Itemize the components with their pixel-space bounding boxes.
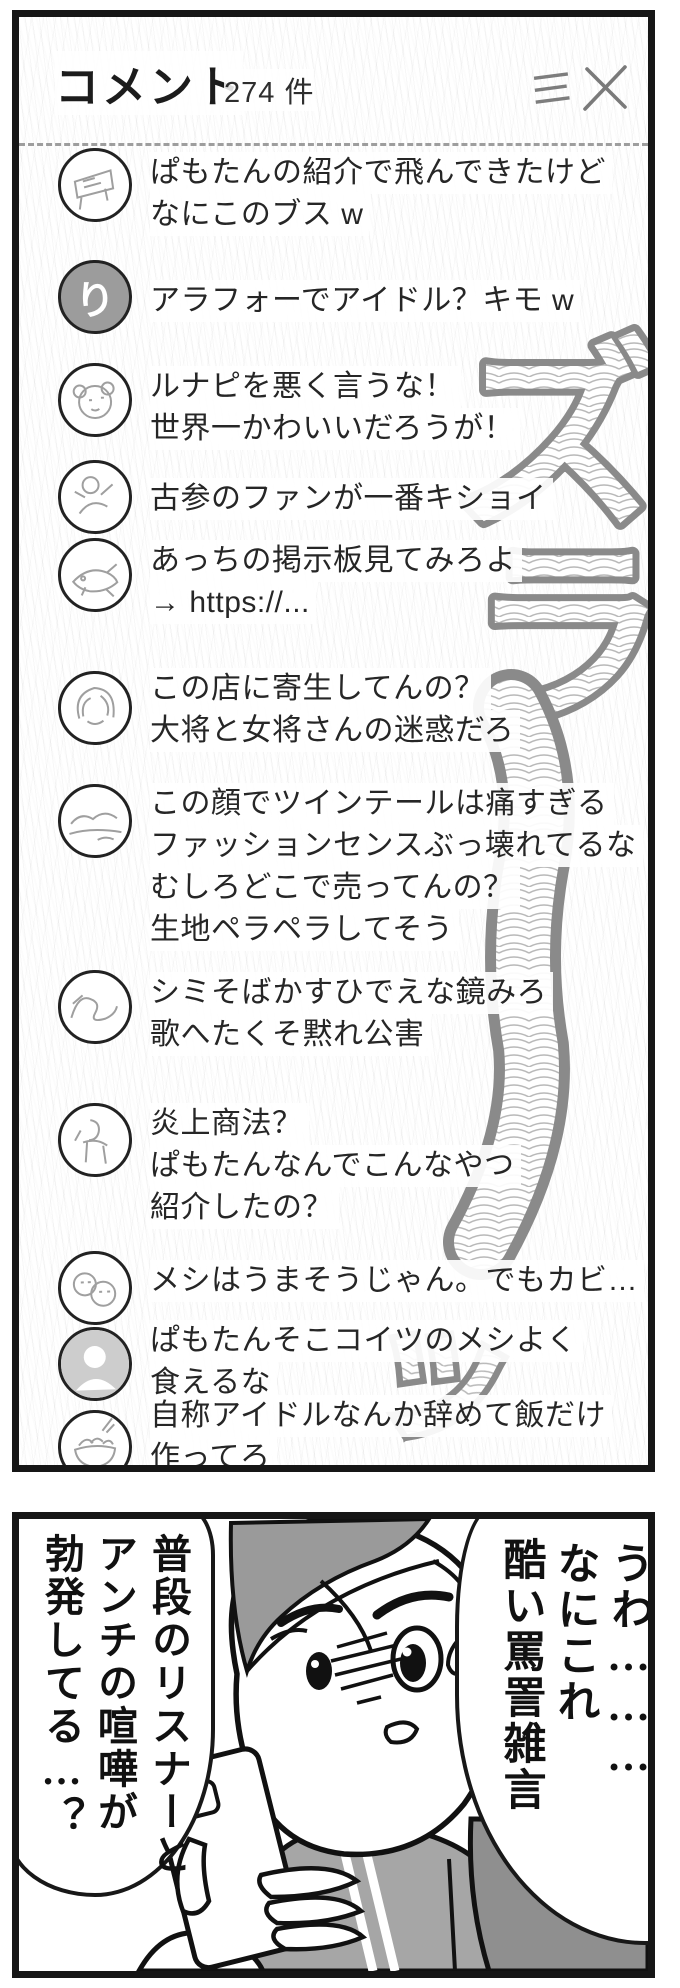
bubble-left-line: アンチの喧嘩が bbox=[92, 1533, 137, 1834]
avatar-monkey-doodle[interactable] bbox=[56, 361, 134, 439]
avatar-person-doodle[interactable] bbox=[56, 458, 134, 536]
right-eye-highlight bbox=[402, 1647, 412, 1657]
comment-text: 紹介したの？ bbox=[150, 1187, 339, 1229]
comment-text: ぱもたんなんでこんなやつ bbox=[150, 1145, 521, 1187]
comment-row[interactable]: 自称アイドルなんか辞めて飯だけ 作ってろ bbox=[19, 1395, 648, 1465]
comment-text: ファッションセンスぶっ壊れてるな bbox=[150, 825, 643, 867]
comment-text: ぱもたんの紹介で飛んできたけど bbox=[150, 152, 612, 194]
manga-panel: うわ……… なにこれ 酷い罵詈雑言 普段のリスナーと アンチの喧嘩が 勃発してる… bbox=[12, 1512, 655, 1978]
comment-text: 生地ペラペラしてそう bbox=[150, 909, 460, 951]
left-eye bbox=[306, 1652, 332, 1690]
comment-row[interactable]: この店に寄生してんの？ 大将と女将さんの迷惑だろ bbox=[19, 668, 648, 752]
comment-text: この顔でツインテールは痛すぎる bbox=[150, 783, 614, 825]
avatar-squiggle-doodle[interactable] bbox=[56, 968, 134, 1046]
avatar-landscape-doodle[interactable] bbox=[56, 782, 134, 860]
avatar-figure-doodle[interactable] bbox=[56, 1101, 134, 1179]
comment-text: → https://... bbox=[150, 582, 316, 624]
comment-text: むしろどこで売ってんの？ bbox=[150, 867, 520, 909]
comment-text: 古参のファンが一番キショイ bbox=[150, 478, 553, 520]
comment-text: メシはうまそうじゃん。でもカビ… bbox=[150, 1260, 644, 1302]
avatar-default-user[interactable] bbox=[56, 1325, 134, 1403]
brow-crease bbox=[269, 1628, 308, 1641]
avatar-noodle-bowl[interactable] bbox=[56, 1408, 134, 1465]
comment-text: この店に寄生してんの？ bbox=[150, 668, 491, 710]
comment-row[interactable]: り アラフォーでアイドル？キモ w bbox=[19, 258, 648, 336]
bubble-right-line: なにこれ bbox=[551, 1541, 598, 1725]
mouth bbox=[383, 1720, 420, 1745]
speech-bubble-left bbox=[19, 1519, 215, 1897]
comment-text: アラフォーでアイドル？キモ w bbox=[150, 280, 581, 322]
comment-text: 炎上商法？ bbox=[150, 1103, 309, 1145]
beanie-hat bbox=[228, 1519, 432, 1678]
left-eye-highlight bbox=[311, 1660, 319, 1668]
header-divider bbox=[19, 143, 648, 146]
blush-lines bbox=[330, 1631, 402, 1705]
avatar-letter-ri[interactable]: り bbox=[56, 258, 134, 336]
menu-icon[interactable] bbox=[530, 68, 577, 115]
right-eye bbox=[390, 1625, 444, 1693]
comment-text: 自称アイドルなんか辞めて飯だけ bbox=[150, 1395, 612, 1437]
right-eyebrow bbox=[372, 1590, 454, 1620]
comment-text: 大将と女将さんの迷惑だろ bbox=[150, 710, 521, 752]
comment-text: シミそばかすひでえな鏡みろ bbox=[150, 972, 554, 1014]
avatar-sign-doodle[interactable] bbox=[56, 146, 134, 224]
comment-row[interactable]: 古参のファンが一番キショイ bbox=[19, 458, 648, 536]
comment-text: 世界一かわいいだろうが！ bbox=[150, 408, 521, 450]
comment-row[interactable]: あっちの掲示板見てみろよ → https://... bbox=[19, 536, 648, 624]
comment-text: 作ってろ bbox=[150, 1437, 277, 1465]
comment-panel: ズ ラ ッ コメント 274 件 bbox=[12, 10, 655, 1472]
left-eyebrow bbox=[277, 1603, 343, 1627]
avatar-fish-doodle[interactable] bbox=[56, 536, 134, 614]
comment-text: ぱもたんそこコイツのメシよく bbox=[150, 1320, 583, 1362]
comment-row[interactable]: シミそばかすひでえな鏡みろ 歌へたくそ黙れ公害 bbox=[19, 968, 648, 1056]
comment-text: 歌へたくそ黙れ公害 bbox=[150, 1014, 431, 1056]
comment-row[interactable]: ルナピを悪く言うな！ 世界一かわいいだろうが！ bbox=[19, 361, 648, 450]
hand-fingers bbox=[175, 1836, 368, 1952]
comment-row[interactable]: ぱもたんそこコイツのメシよく 食えるな bbox=[19, 1320, 648, 1404]
comment-row[interactable]: ぱもたんの紹介で飛んできたけど なにこのブス w bbox=[19, 146, 648, 236]
comment-row[interactable]: メシはうまそうじゃん。でもカビ… bbox=[19, 1249, 648, 1327]
bubble-right-line: うわ……… bbox=[605, 1541, 652, 1783]
bubble-left-line: 勃発してる…？ bbox=[39, 1533, 84, 1839]
comment-row[interactable]: 炎上商法？ ぱもたんなんでこんなやつ 紹介したの？ bbox=[19, 1101, 648, 1229]
avatar-faces-doodle[interactable] bbox=[56, 1249, 134, 1327]
avatar-letter: り bbox=[74, 278, 116, 324]
bubble-left-line: 普段のリスナーと bbox=[146, 1533, 191, 1877]
comment-row[interactable]: この顔でツインテールは痛すぎる ファッションセンスぶっ壊れてるな むしろどこで売… bbox=[19, 782, 648, 951]
bubble-right-line: 酷い罵詈雑言 bbox=[497, 1537, 544, 1813]
comment-text: なにこのブス w bbox=[150, 194, 370, 236]
avatar-woman-doodle[interactable] bbox=[56, 669, 134, 747]
comment-text: ルナピを悪く言うな！ bbox=[150, 366, 461, 408]
close-icon[interactable] bbox=[579, 59, 633, 115]
page-title: コメント bbox=[55, 51, 243, 115]
comment-text: あっちの掲示板見てみろよ bbox=[150, 540, 522, 582]
comment-count: 274 件 bbox=[224, 69, 315, 111]
